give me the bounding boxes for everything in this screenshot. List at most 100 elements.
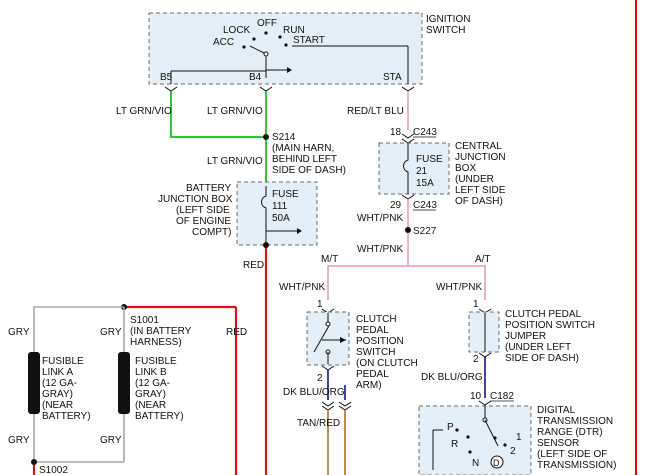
ignition-pos-acc: ACC <box>213 37 234 48</box>
fusible-link-b-line2: LINK B <box>135 367 167 378</box>
wire-label-lt-grn-vio-3: LT GRN/VIO <box>207 156 263 167</box>
clutch-switch-line2: PEDAL <box>356 325 389 336</box>
dtr-pos-d: D <box>493 458 500 468</box>
jumper-pin-bottom: 2 <box>473 354 479 365</box>
wire-label-gry-4: GRY <box>100 435 122 446</box>
wire-label-wht-pnk-1: WHT/PNK <box>357 213 403 224</box>
c182-pin: 10 <box>470 391 482 402</box>
jumper-line5: SIDE OF DASH) <box>505 353 579 364</box>
connector-c243-bottom: 29 C243 <box>390 194 437 211</box>
battery-jb-line4: OF ENGINE <box>176 216 231 227</box>
wire-label-dk-blu-org-at: DK BLU/ORG <box>421 372 483 383</box>
wire-tan-red: TAN/RED <box>297 410 346 475</box>
battery-jb-fuse-rating: 50A <box>272 213 290 224</box>
jumper-line2: POSITION SWITCH <box>505 320 595 331</box>
connector-c243-top: 18 C243 <box>390 127 437 144</box>
clutch-pedal-position-switch: 1 2 CLUTCH PEDAL POSITION SWITCH (ON CLU… <box>306 299 418 391</box>
splice-s214-line1: (MAIN HARN, <box>272 143 334 154</box>
battery-jb-line2: JUNCTION BOX <box>158 194 233 205</box>
fusible-link-a-line5: (NEAR <box>42 400 73 411</box>
splice-s214: S214 (MAIN HARN, BEHIND LEFT SIDE OF DAS… <box>263 132 346 176</box>
central-jb-fuse-rating: 15A <box>416 178 434 189</box>
fusible-link-a-line3: (12 GA- <box>42 378 77 389</box>
c243-pin-top: 18 <box>390 127 402 138</box>
ignition-switch: IGNITION SWITCH LOCK OFF RUN ACC START B… <box>148 12 470 92</box>
fusible-link-a-line1: FUSIBLE <box>42 356 84 367</box>
clutch-switch-line6: PEDAL <box>356 369 389 380</box>
splice-s1002-id: S1002 <box>39 465 68 475</box>
battery-jb-line3: (LEFT SIDE <box>176 205 230 216</box>
c182-id: C182 <box>490 391 514 402</box>
c243-pin-bottom: 29 <box>390 200 402 211</box>
wire-label-gry-2: GRY <box>100 327 122 338</box>
wire-label-wht-pnk-mt: WHT/PNK <box>279 282 325 293</box>
wire-dk-blu-org-at: DK BLU/ORG 10 C182 <box>421 357 514 406</box>
splice-s1001-line2: HARNESS) <box>130 337 182 348</box>
wire-wht-pnk-trunk: WHT/PNK S227 WHT/PNK M/T A/T WHT/PNK WHT… <box>279 199 491 300</box>
wire-label-gry-1: GRY <box>8 327 30 338</box>
fusible-link-b-line3: (12 GA- <box>135 378 170 389</box>
battery-jb-fuse-label: FUSE <box>272 189 299 200</box>
dtr-pos-r: R <box>451 439 458 450</box>
dtr-pos-n: N <box>472 458 479 469</box>
dtr-sensor: P R N D 1 2 DIGITAL TRANSMISSION RANGE (… <box>418 405 616 475</box>
fusible-link-b-line5: (NEAR <box>135 400 166 411</box>
wire-label-wht-pnk-at: WHT/PNK <box>436 282 482 293</box>
fusible-link-b-line1: FUSIBLE <box>135 356 177 367</box>
clutch-switch-pin-top: 1 <box>317 299 323 310</box>
ignition-term-b4: B4 <box>249 72 262 83</box>
dtr-line2: TRANSMISSION <box>537 416 613 427</box>
wire-label-lt-grn-vio-2: LT GRN/VIO <box>207 106 263 117</box>
splice-s1001-id: S1001 <box>130 315 159 326</box>
central-jb-line3: BOX <box>455 163 476 174</box>
dtr-line5: (LEFT SIDE OF <box>537 449 607 460</box>
clutch-switch-line3: POSITION <box>356 336 404 347</box>
ignition-switch-title-line2: SWITCH <box>426 25 465 36</box>
wire-label-wht-pnk-2: WHT/PNK <box>357 244 403 255</box>
fusible-link-a-line6: BATTERY) <box>42 411 91 422</box>
ignition-pos-lock: LOCK <box>223 25 251 36</box>
dtr-line6: TRANSMISSION) <box>537 460 616 471</box>
dtr-pos-2: 2 <box>510 446 516 457</box>
ignition-switch-title-line1: IGNITION <box>426 14 470 25</box>
wire-red-s1001: RED <box>124 305 247 475</box>
splice-s214-id: S214 <box>272 132 296 143</box>
central-jb-fuse-number: 21 <box>416 166 428 177</box>
dtr-line1: DIGITAL <box>537 405 576 416</box>
clutch-switch-line4: SWITCH <box>356 347 395 358</box>
c243-id-top: C243 <box>413 127 437 138</box>
central-jb-line6: OF DASH) <box>455 196 503 207</box>
central-junction-box: CENTRAL JUNCTION BOX (UNDER LEFT SIDE OF… <box>378 141 506 207</box>
wire-label-gry-3: GRY <box>8 435 30 446</box>
clutch-switch-line1: CLUTCH <box>356 314 397 325</box>
jumper-line4: (UNDER LEFT <box>505 342 571 353</box>
ignition-term-b5: B5 <box>160 72 173 83</box>
jumper-line1: CLUTCH PEDAL <box>505 309 582 320</box>
clutch-switch-line5: (ON CLUTCH <box>356 358 418 369</box>
wire-label-tan-red: TAN/RED <box>297 418 340 429</box>
splice-s214-line2: BEHIND LEFT <box>272 154 337 165</box>
dtr-line3: RANGE (DTR) <box>537 427 603 438</box>
wire-label-lt-grn-vio-1: LT GRN/VIO <box>116 106 172 117</box>
wire-label-red-1: RED <box>243 260 264 271</box>
fusible-link-a-line4: GRAY) <box>42 389 73 400</box>
central-jb-line4: (UNDER <box>455 174 494 185</box>
splice-s1001: S1001 (IN BATTERY HARNESS) <box>121 304 192 348</box>
ignition-pos-off: OFF <box>257 18 277 29</box>
dtr-pos-1: 1 <box>516 432 522 443</box>
fusible-link-a-line2: LINK A <box>42 367 73 378</box>
branch-label-at: A/T <box>475 254 491 265</box>
wire-red-lt-blu: RED/LT BLU <box>347 91 409 130</box>
fusible-link-b-line4: GRAY) <box>135 389 166 400</box>
wire-label-red-lt-blu: RED/LT BLU <box>347 106 404 117</box>
splice-s1002: S1002 <box>31 459 68 475</box>
wire-label-red-2: RED <box>226 327 247 338</box>
central-jb-line1: CENTRAL <box>455 141 502 152</box>
splice-s227-id: S227 <box>413 226 437 237</box>
battery-jb-line1: BATTERY <box>186 183 232 194</box>
c243-id-bottom: C243 <box>413 200 437 211</box>
central-jb-line2: JUNCTION <box>455 152 506 163</box>
jumper-line3: JUMPER <box>505 331 546 342</box>
ignition-pos-start: START <box>293 35 325 46</box>
dtr-pos-p: P <box>447 422 454 433</box>
